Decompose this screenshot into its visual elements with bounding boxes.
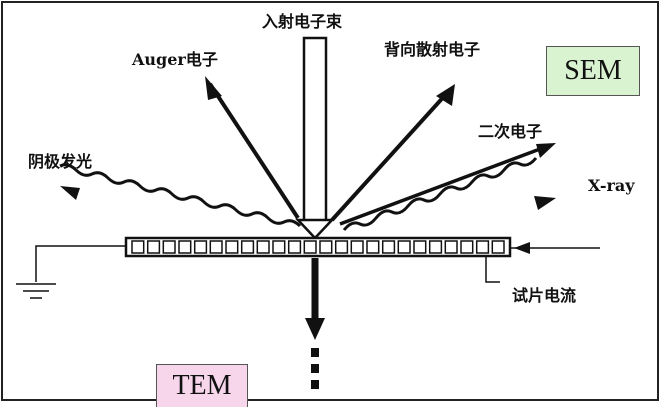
specimen-cell bbox=[146, 240, 161, 254]
specimen-cell bbox=[287, 240, 302, 254]
specimen-cell bbox=[491, 240, 505, 254]
specimen-cell bbox=[272, 240, 286, 254]
specimen-cell bbox=[131, 240, 145, 254]
frame-border bbox=[1, 1, 659, 401]
auger-arrow-head bbox=[205, 76, 222, 100]
xray-label: X-ray bbox=[588, 176, 635, 195]
specimen-cell bbox=[366, 240, 380, 254]
specimen-cell bbox=[397, 240, 411, 254]
secondary-label: 二次电子 bbox=[478, 122, 543, 141]
auger-arrow bbox=[208, 82, 300, 220]
specimen-current-wire bbox=[485, 242, 600, 283]
auger-label: Auger电子 bbox=[132, 50, 218, 69]
secondary-arrow-head bbox=[536, 143, 556, 158]
specimen-cell bbox=[319, 240, 333, 254]
specimen-cell bbox=[350, 240, 364, 254]
backscattered-label: 背向散射电子 bbox=[384, 40, 481, 59]
backscatter-arrow-head bbox=[436, 84, 455, 106]
specimen-cell bbox=[193, 240, 208, 254]
incident-beam-label: 入射电子束 bbox=[262, 12, 343, 31]
specimen-cell bbox=[413, 240, 427, 254]
specimen-cell bbox=[460, 240, 474, 254]
specimen-cell bbox=[209, 240, 223, 254]
transmitted-beam-arrow bbox=[305, 258, 325, 389]
secondary-arrow bbox=[339, 144, 549, 226]
backscatter-arrow bbox=[330, 90, 450, 222]
specimen-cell bbox=[475, 240, 490, 254]
specimen-cell bbox=[428, 240, 443, 254]
xray-wave bbox=[342, 157, 538, 231]
incident-beam-arrow bbox=[295, 36, 335, 240]
specimen-cell bbox=[381, 240, 396, 254]
specimen-cell bbox=[162, 240, 176, 254]
specimen-cell bbox=[303, 240, 317, 254]
cathodoluminescence-label: 阴极发光 bbox=[28, 152, 93, 171]
specimen-cell bbox=[225, 240, 239, 254]
specimen-current-label: 试片电流 bbox=[512, 286, 577, 305]
sem-box: SEM bbox=[546, 46, 640, 96]
cathodoluminescence-wave bbox=[59, 163, 302, 228]
specimen-cell bbox=[334, 240, 349, 254]
specimen-cell bbox=[178, 240, 192, 254]
tem-box: TEM bbox=[156, 364, 248, 407]
xray-arrow-head bbox=[534, 196, 556, 210]
specimen-cell bbox=[256, 240, 270, 254]
ground-symbol bbox=[16, 245, 126, 299]
cathodoluminescence-arrow-head bbox=[60, 186, 80, 200]
specimen-strip bbox=[124, 236, 512, 258]
specimen-cell bbox=[240, 240, 255, 254]
specimen-cell bbox=[444, 240, 458, 254]
